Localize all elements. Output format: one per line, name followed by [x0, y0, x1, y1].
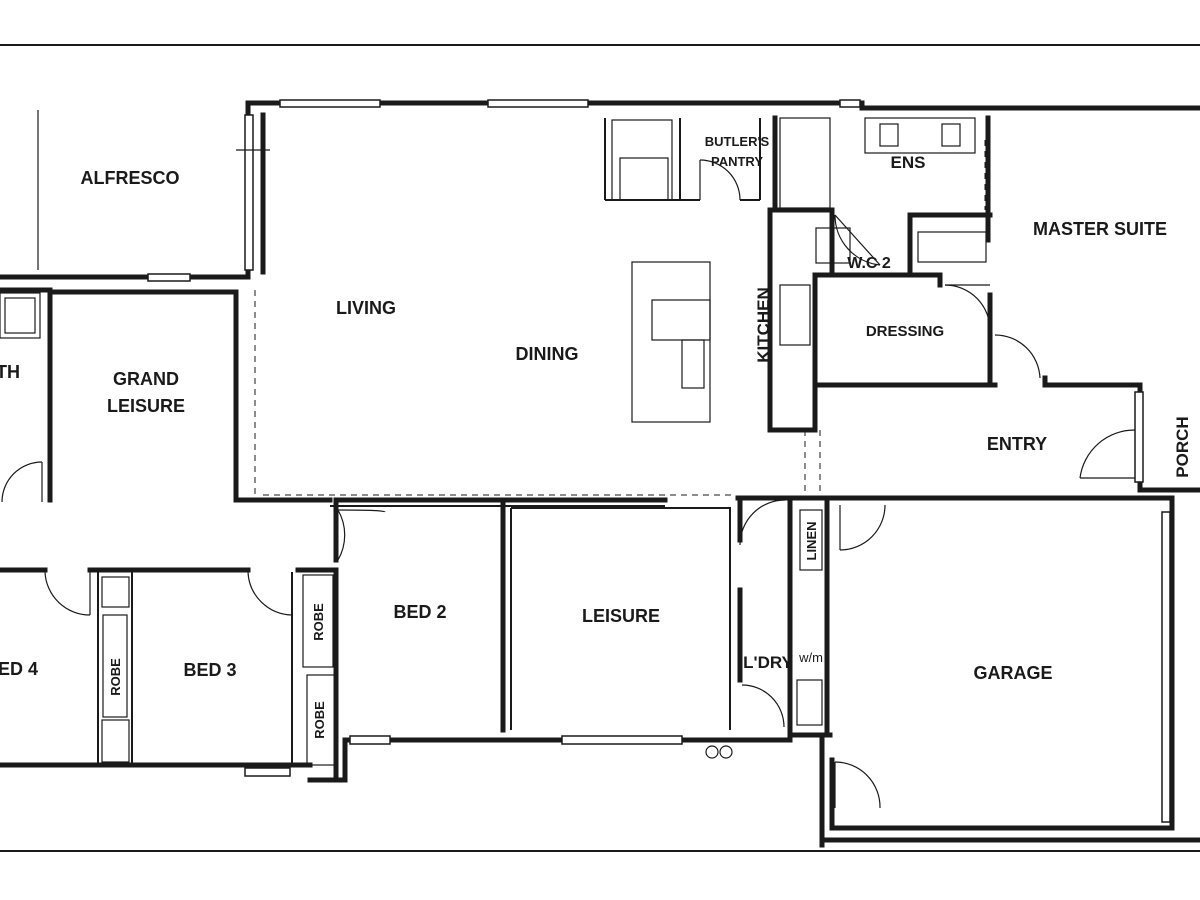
label-robe-bed4: ROBE: [108, 658, 123, 696]
fixtures: [0, 117, 987, 766]
site-boundary: [0, 44, 1200, 852]
label-butlers-2: PANTRY: [711, 154, 763, 169]
label-living: LIVING: [336, 298, 396, 318]
label-grand-leisure-2: LEISURE: [107, 396, 185, 416]
label-porch: PORCH: [1173, 416, 1192, 477]
label-washing-machine: w/m: [798, 650, 823, 665]
label-robe-bed2: ROBE: [311, 603, 326, 641]
label-grand-leisure-1: GRAND: [113, 369, 179, 389]
label-bed3: BED 3: [183, 660, 236, 680]
label-ens: ENS: [891, 153, 926, 172]
room-labels: ALFRESCO TH GRAND LEISURE LIVING DINING …: [0, 134, 1192, 739]
label-laundry: L'DRY: [743, 653, 793, 672]
exterior-walls: [0, 100, 1200, 848]
label-master-suite: MASTER SUITE: [1033, 219, 1167, 239]
label-robe-bed3: ROBE: [312, 701, 327, 739]
label-garage: GARAGE: [973, 663, 1052, 683]
label-alfresco: ALFRESCO: [81, 168, 180, 188]
label-entry: ENTRY: [987, 434, 1047, 454]
label-bed2: BED 2: [393, 602, 446, 622]
label-wc2: W.C 2: [847, 255, 891, 272]
label-dining: DINING: [516, 344, 579, 364]
label-kitchen: KITCHEN: [754, 287, 773, 363]
label-leisure: LEISURE: [582, 606, 660, 626]
label-bed4: ED 4: [0, 659, 38, 679]
label-dressing: DRESSING: [866, 323, 944, 340]
label-linen: LINEN: [804, 522, 819, 561]
doors: [1, 149, 1136, 809]
dashed-lines: [254, 140, 986, 498]
label-butlers-1: BUTLER'S: [705, 134, 770, 149]
windows: [147, 99, 1171, 823]
label-bath: TH: [0, 362, 20, 382]
